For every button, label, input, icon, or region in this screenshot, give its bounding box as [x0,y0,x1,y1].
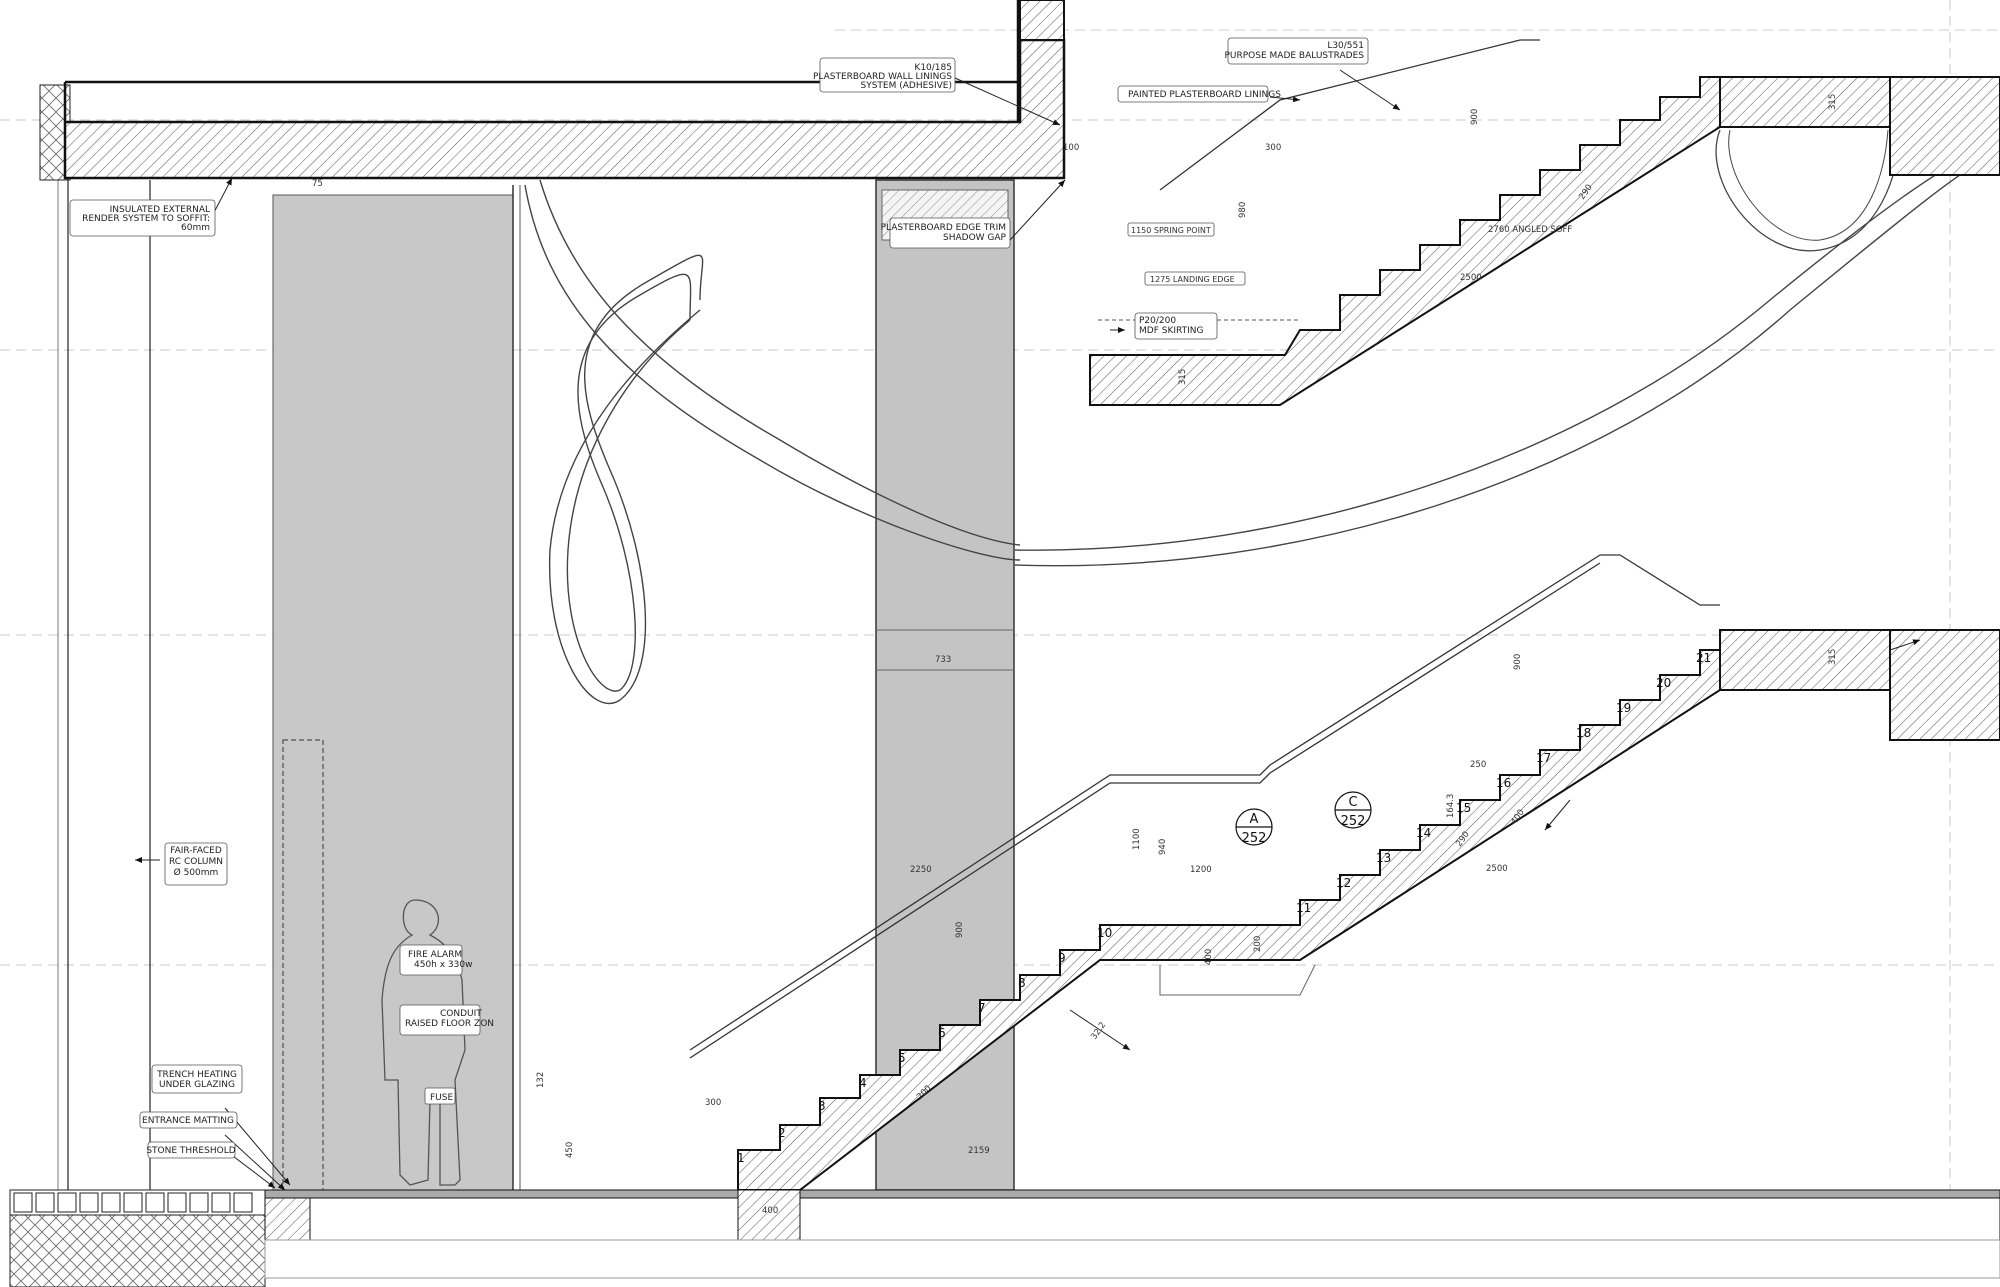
wall-linings-line1: PLASTERBOARD WALL LININGS [813,72,952,82]
dim: 2760 ANGLED SOFF [1488,225,1572,235]
dim: 2500 [1460,273,1482,283]
insulated-line1: INSULATED EXTERNAL [110,205,210,215]
dim: 132 [536,1072,546,1088]
conduit-line2: RAISED FLOOR ZON [405,1019,494,1029]
step-number: 7 [978,1001,986,1015]
spring-point: 1150 SPRING POINT [1131,226,1211,235]
glazing-panel [272,185,521,1195]
section-a-number: 252 [1242,831,1267,846]
balustrades-code: L30/551 [1327,41,1364,51]
step-number: 19 [1616,701,1631,715]
dim: 900 [1513,654,1523,670]
column-line2: RC COLUMN [169,857,223,867]
dim: 900 [1470,109,1480,125]
trench-line1: TRENCH HEATING [156,1070,237,1080]
dim: 200 [1253,936,1263,952]
handrails [689,39,1720,1059]
step-number: 18 [1576,726,1591,740]
dim: 2500 [1486,864,1508,874]
insulated-line2: RENDER SYSTEM TO SOFFIT: [82,214,210,224]
callout-boxes [69,37,1369,1159]
edge-trim-line1: PLASTERBOARD EDGE TRIM [881,223,1006,233]
step-number: 5 [898,1051,906,1065]
dim: 100 [1063,143,1079,153]
dim: 733 [935,655,951,665]
section-a-letter: A [1250,812,1259,827]
wall-linings-code: K10/185 [914,63,952,73]
dim: 300 [705,1098,721,1108]
step-number: 17 [1536,751,1551,765]
annotation-text: K10/185 PLASTERBOARD WALL LININGS SYSTEM… [82,41,1364,1156]
column-line1: FAIR-FACED [170,846,222,856]
fire-alarm-line1: FIRE ALARM [408,950,462,960]
step-number: 11 [1296,901,1311,915]
conduit-line1: CONDUIT [440,1009,482,1019]
fire-alarm-line2: 450h x 330w [414,960,472,970]
dim: 400 [1204,949,1214,965]
dim: 980 [1238,202,1248,218]
dim: 315 [1828,649,1838,665]
dim: 164.3 [1446,794,1456,818]
step-number: 13 [1376,851,1391,865]
dim: 315 [1828,94,1838,110]
step-number: 12 [1336,876,1351,890]
dim: 315 [1178,369,1188,385]
step-number: 3 [818,1099,826,1113]
step-number: 20 [1656,676,1671,690]
floor-zone [9,1189,2000,1287]
rc-column [57,180,151,1190]
section-c-number: 252 [1341,814,1366,829]
balustrades-text: PURPOSE MADE BALUSTRADES [1224,51,1364,61]
dim: 300 [1265,143,1281,153]
step-number: 1 [737,1151,745,1165]
dim: 1100 [1132,828,1142,850]
dim: 1200 [1190,865,1212,875]
step-number: 14 [1416,826,1431,840]
insulated-line3: 60mm [181,223,210,233]
column-line3: Ø 500mm [174,867,219,878]
skirting-text: MDF SKIRTING [1139,326,1203,336]
section-marker-text: A 252 C 252 [1242,795,1366,846]
lower-stair [737,629,2000,1191]
step-number: 21 [1696,651,1711,665]
step-number: 15 [1456,801,1471,815]
dim: 75 [312,179,323,189]
trench-line2: UNDER GLAZING [159,1080,235,1090]
dim: 940 [1158,839,1168,855]
wall-linings-line2: SYSTEM (ADHESIVE) [860,81,952,91]
landing-edge: 1275 LANDING EDGE [1150,275,1235,284]
entrance-matting: ENTRANCE MATTING [142,1116,234,1126]
dim: 2159 [968,1146,990,1156]
dimension-text: 100 75 300 900 980 2760 ANGLED SOFF 2500… [312,94,1838,1216]
dim: 250 [1470,760,1486,770]
dim: 400 [762,1206,778,1216]
section-c-letter: C [1348,795,1357,810]
step-number: 16 [1496,776,1511,790]
step-number: 10 [1097,926,1112,940]
fuse-label: FUSE [430,1093,453,1103]
step-number: 8 [1018,976,1026,990]
step-number: 6 [938,1026,946,1040]
upper-stair [1089,76,2000,406]
edge-trim-line2: SHADOW GAP [943,233,1007,243]
step-number: 9 [1058,951,1066,965]
dim: 32.2 [1089,1020,1108,1041]
ribbon-sculpture [524,129,2000,705]
step-numbers: 1 2 3 4 5 6 7 8 9 10 11 12 13 14 15 16 1… [737,651,1711,1165]
dim: 900 [955,922,965,938]
dim: 450 [565,1142,575,1158]
skirting-code: P20/200 [1139,316,1176,326]
step-number: 4 [859,1076,867,1090]
dim: 2250 [910,865,932,875]
stone-threshold: STONE THRESHOLD [146,1146,235,1156]
step-number: 2 [778,1126,786,1140]
painted-linings: PAINTED PLASTERBOARD LININGS [1128,90,1281,100]
section-markers [1235,791,1372,846]
